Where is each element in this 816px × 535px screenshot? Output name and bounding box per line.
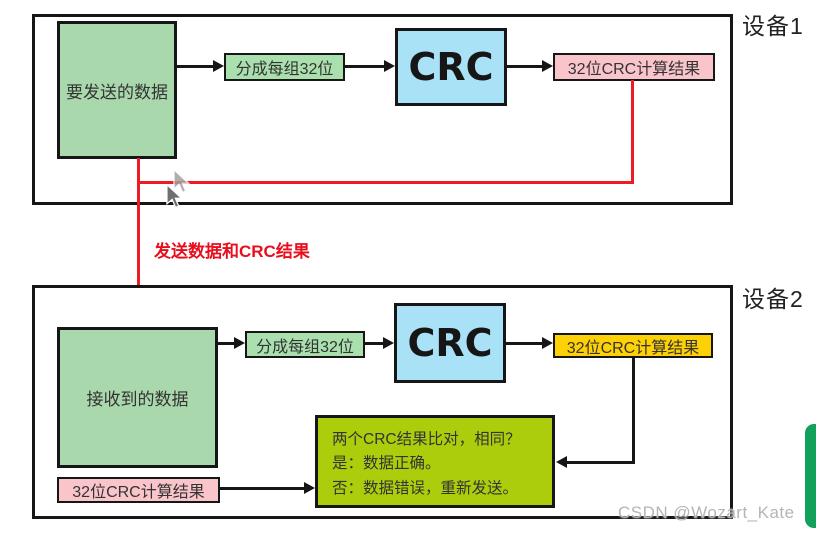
device2-crc-box: CRC xyxy=(394,303,506,383)
mouse-cursor-icon xyxy=(173,169,191,194)
connector-d2-result-down xyxy=(632,357,635,464)
red-line-from-result xyxy=(631,80,634,183)
arrowhead-d2-crc-result xyxy=(542,337,553,349)
arrowhead-d1-crc-result xyxy=(542,60,553,72)
connector-rxcrc-compare xyxy=(220,487,305,490)
device1-crc-box: CRC xyxy=(395,28,507,106)
device1-label: 设备1 xyxy=(742,13,804,39)
watermark-text: CSDN @Wozart_Kate xyxy=(618,503,795,522)
arrowhead-d1-split-crc xyxy=(384,60,395,72)
compare-line-1: 两个CRC结果比对，相同？ xyxy=(332,431,521,448)
device1-crc-result-box: 32位CRC计算结果 xyxy=(553,53,715,81)
arrowhead-rxcrc-compare xyxy=(304,482,315,494)
device2-crc-result-box: 32位CRC计算结果 xyxy=(553,333,713,358)
connector-d1-split-crc xyxy=(345,65,385,68)
arrowhead-d2-received-split xyxy=(234,337,245,349)
device2-label: 设备2 xyxy=(742,286,804,312)
device2-split-box: 分成每组32位 xyxy=(245,331,365,358)
red-line-to-device2 xyxy=(137,158,140,316)
connector-d2-split-crc xyxy=(365,342,384,345)
arrowhead-into-compare-right xyxy=(556,456,567,468)
connector-d2-received-split xyxy=(218,342,235,345)
connector-d1-source-split xyxy=(177,65,214,68)
compare-line-2: 是：数据正确。 xyxy=(332,455,441,473)
red-line-horizontal xyxy=(137,181,634,184)
device2-compare-box: 两个CRC结果比对，相同？ 是：数据正确。 否：数据错误，重新发送。 xyxy=(315,415,555,508)
device1-source-data-box: 要发送的数据 xyxy=(57,21,177,159)
arrowhead-d2-split-crc xyxy=(383,337,394,349)
device2-received-crc-box: 32位CRC计算结果 xyxy=(57,477,220,503)
arrowhead-d1-source-split xyxy=(213,60,224,72)
device2-received-data-box: 接收到的数据 xyxy=(57,327,218,468)
transfer-label: 发送数据和CRC结果 xyxy=(154,242,310,261)
compare-line-3: 否：数据错误，重新发送。 xyxy=(332,479,519,497)
mouse-cursor-icon xyxy=(166,184,184,209)
side-tab-handle[interactable] xyxy=(805,424,816,528)
connector-d2-result-left xyxy=(567,461,635,464)
connector-d2-crc-result xyxy=(506,342,543,345)
device1-split-box: 分成每组32位 xyxy=(224,53,345,81)
connector-d1-crc-result xyxy=(507,65,543,68)
